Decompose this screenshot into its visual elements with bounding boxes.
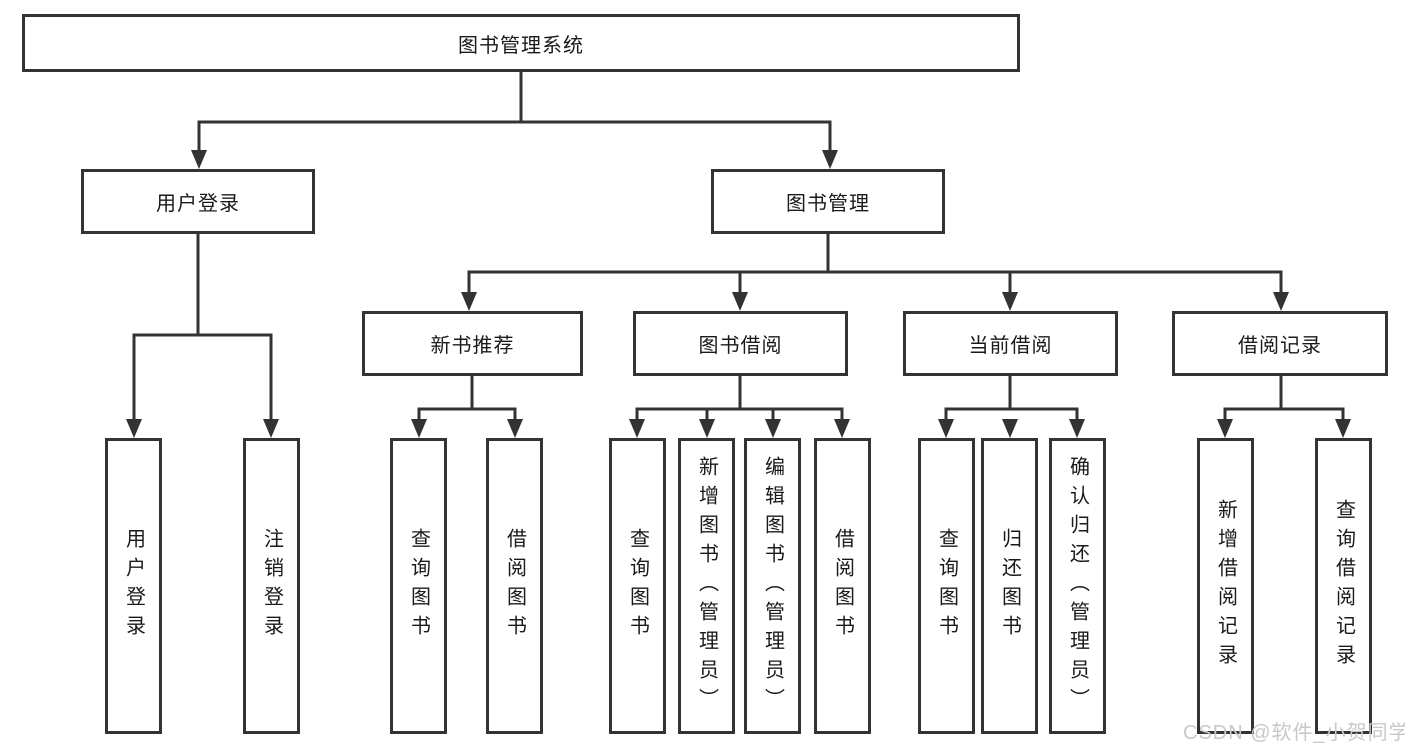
leaf-borrow-book-1: 借阅图书 bbox=[486, 438, 543, 734]
connector-segments bbox=[132, 72, 1345, 422]
leaf-user-login: 用户登录 bbox=[105, 438, 162, 734]
node-new-book-recommend: 新书推荐 bbox=[362, 311, 583, 376]
leaf-edit-book-admin: 编辑图书（管理员） bbox=[744, 438, 801, 734]
leaf-logout: 注销登录 bbox=[243, 438, 300, 734]
node-user-login: 用户登录 bbox=[81, 169, 315, 234]
leaf-return-book: 归还图书 bbox=[981, 438, 1038, 734]
node-borrow-record: 借阅记录 bbox=[1172, 311, 1388, 376]
leaf-add-book-admin: 新增图书（管理员） bbox=[678, 438, 735, 734]
node-current-borrow: 当前借阅 bbox=[903, 311, 1118, 376]
csdn-watermark: CSDN @软件_小贺同学 bbox=[1183, 722, 1405, 744]
leaf-query-book-1: 查询图书 bbox=[390, 438, 447, 734]
leaf-query-book-2: 查询图书 bbox=[609, 438, 666, 734]
leaf-query-book-3: 查询图书 bbox=[918, 438, 975, 734]
leaf-add-borrow-record: 新增借阅记录 bbox=[1197, 438, 1254, 734]
leaf-borrow-book-2: 借阅图书 bbox=[814, 438, 871, 734]
leaf-query-borrow-record: 查询借阅记录 bbox=[1315, 438, 1372, 734]
leaf-confirm-return-admin: 确认归还（管理员） bbox=[1049, 438, 1106, 734]
connector-arrowheads bbox=[126, 150, 1351, 438]
node-library-management-system: 图书管理系统 bbox=[22, 14, 1020, 72]
node-book-borrow: 图书借阅 bbox=[633, 311, 848, 376]
node-book-management: 图书管理 bbox=[711, 169, 945, 234]
